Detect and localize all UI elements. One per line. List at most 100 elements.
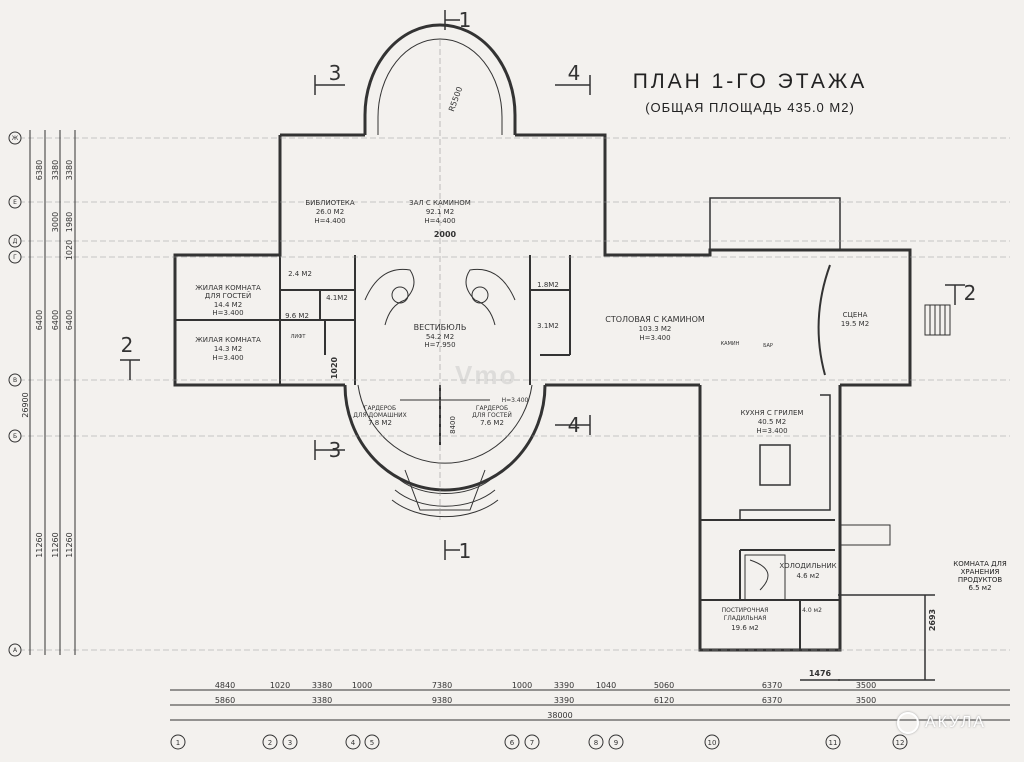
section-2-left: 2: [121, 333, 134, 357]
dim-2693: 2693: [928, 609, 937, 631]
baxis-6: 6: [510, 739, 515, 747]
ldim1-3: 1020: [65, 240, 74, 260]
vestibule-height: H=7.950: [424, 341, 455, 349]
dim-1476: 1476: [809, 669, 832, 678]
library-height: H=4.400: [314, 217, 345, 225]
kitchen-counter: [739, 394, 831, 520]
bdim2-5: 6370: [762, 696, 782, 705]
ldim1-2: 1980: [65, 212, 74, 232]
section-1-bottom: 1: [459, 539, 472, 563]
hall-height: H=4.400: [424, 217, 455, 225]
bdim1-3: 1000: [352, 681, 372, 690]
bdim1-8: 5060: [654, 681, 674, 690]
ldim1-0: 3380: [65, 160, 74, 180]
bdim-total: 38000: [547, 711, 572, 720]
wc-right1-area: 1.8М2: [537, 281, 559, 289]
section-1-top: 1: [459, 8, 472, 32]
ward-home-area: 7.8 М2: [368, 419, 392, 427]
small2-area: 9.6 М2: [285, 312, 309, 320]
axis-bubble-b: [8, 429, 22, 443]
baxis-5: 5: [370, 739, 374, 747]
axis-label-b: Б: [13, 433, 17, 440]
baxis-2: 2: [268, 739, 272, 747]
section-3-bottom: 3: [329, 438, 342, 462]
bar-label: БАР: [763, 343, 773, 349]
bath1-area: 4.1М2: [326, 294, 348, 302]
external-stair: [839, 304, 951, 546]
baxis-11: 11: [829, 739, 838, 747]
interior-walls: [175, 255, 840, 650]
wc-k-area: 4.0 м2: [802, 607, 822, 614]
axis-bubble-v: [8, 373, 22, 387]
axis-bubble-e: [8, 195, 22, 209]
lift-name: ЛИФТ: [291, 334, 307, 340]
wc-right2-area: 3.1М2: [537, 322, 559, 330]
vestibule-name: ВЕСТИБЮЛЬ: [414, 323, 467, 332]
library-name: БИБЛИОТЕКА: [305, 199, 355, 207]
baxis-10: 10: [708, 739, 717, 747]
dim-1020: 1020: [330, 356, 339, 379]
axis-bubble-d: [8, 234, 22, 248]
bdim1-9: 6370: [762, 681, 782, 690]
plan-title-main: ПЛАН 1-ГО ЭТАЖА: [632, 70, 868, 93]
section-3-top: 3: [329, 61, 342, 85]
ldim2-4: 11260: [51, 532, 60, 557]
small1-area: 2.4 М2: [288, 270, 312, 278]
bdim1-4: 7380: [432, 681, 452, 690]
dim-2693-lines: [800, 594, 935, 681]
laundry-name: ПОСТИРОЧНАЯ: [722, 607, 769, 614]
ldim1-4: 6400: [65, 310, 74, 330]
laundry-name2: ГЛАДИЛЬНАЯ: [724, 615, 767, 622]
guest1-area: 14.4 М2: [214, 301, 242, 309]
baxis-1: 1: [176, 739, 180, 747]
storage-name3: ПРОДУКТОВ: [957, 576, 1003, 584]
stage-name: СЦЕНА: [843, 311, 868, 319]
stage-area: 19.5 М2: [841, 320, 869, 328]
baxis-7: 7: [530, 739, 534, 747]
ward-home-name: ГАРДЕРОБ: [364, 405, 396, 412]
guest2-area: 14.3 М2: [214, 345, 242, 353]
axis-label-zh: Ж: [12, 135, 19, 142]
guest1-height: H=3.400: [212, 309, 243, 317]
bdim1-1: 1020: [270, 681, 290, 690]
axis-bubble-a: [8, 643, 22, 657]
bdim2-1: 3380: [312, 696, 332, 705]
dining-area: 103.3 М2: [639, 325, 672, 333]
ldim-total: 26900: [21, 392, 30, 417]
radius-label: R5500: [447, 85, 464, 112]
ldim1-1: 3380: [51, 160, 60, 180]
left-axis-bubbles: [8, 131, 22, 657]
section-4-top: 4: [568, 61, 581, 85]
logo-ring-icon: [897, 712, 919, 734]
section-2-right: 2: [964, 281, 977, 305]
plan-title-sub: (ОБЩАЯ ПЛОЩАДЬ 435.0 М2): [645, 100, 855, 115]
library-area: 26.0 М2: [316, 208, 344, 216]
ldim2-3: 6400: [51, 310, 60, 330]
ldim2-1: 3000: [51, 212, 60, 232]
storage-name2: ХРАНЕНИЯ: [960, 568, 1000, 576]
storage-name: КОМНАТА ДЛЯ: [953, 560, 1007, 568]
ward-guest-name2: ДЛЯ ГОСТЕЙ: [472, 412, 512, 419]
ldim1-5: 11260: [65, 532, 74, 557]
ldim3-0: 6400: [35, 310, 44, 330]
hall-name: ЗАЛ С КАМИНОМ: [409, 199, 471, 207]
ward-home-name2: ДЛЯ ДОМАШНИХ: [353, 412, 407, 419]
fridge-area: 4.6 м2: [796, 572, 819, 580]
kitchen-name: КУХНЯ С ГРИЛЕМ: [741, 409, 804, 417]
baxis-4: 4: [351, 739, 356, 747]
dining-height: H=3.400: [639, 334, 670, 342]
axis-label-a: А: [13, 647, 18, 654]
axis-bubble-zh: [8, 131, 22, 145]
bdim2-0: 5860: [215, 696, 235, 705]
axis-label-d: Д: [13, 238, 18, 245]
left-dim-lines: [29, 130, 76, 655]
axis-label-v: В: [13, 377, 17, 384]
bottom-dim-lines: [170, 689, 1010, 721]
hall-area: 92.1 М2: [426, 208, 454, 216]
guest2-height: H=3.400: [212, 354, 243, 362]
logo-text: АКУЛА: [925, 714, 986, 731]
logo: АКУЛА: [897, 712, 986, 734]
walls: [173, 23, 912, 652]
grid-lines: [10, 40, 1010, 651]
